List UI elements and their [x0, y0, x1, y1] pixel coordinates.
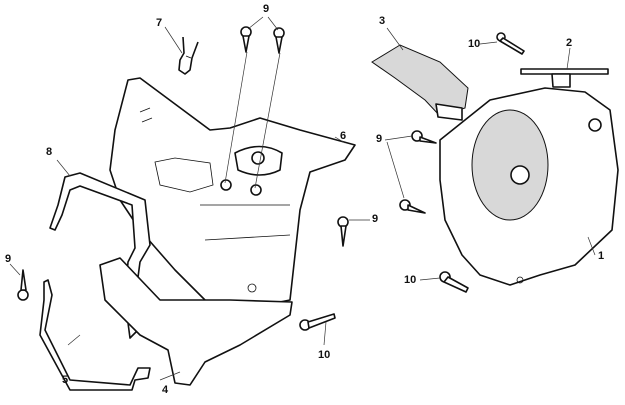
callout-part-10-top: 10 [468, 38, 481, 50]
part-9-screw [411, 130, 437, 144]
part-10-bolt [496, 32, 525, 55]
part-9-screw [17, 269, 29, 301]
callout-part-8: 8 [46, 146, 53, 158]
callout-part-9-right: 9 [376, 133, 383, 145]
callout-part-2: 2 [566, 37, 573, 49]
part-9-screw [273, 27, 285, 54]
part-1-fan-housing [439, 87, 619, 286]
part-4-base [99, 257, 293, 386]
callout-part-9-top: 9 [263, 3, 270, 15]
callout-part-7: 7 [156, 17, 163, 29]
part-3-hose [371, 44, 469, 121]
part-2-handle [520, 68, 609, 88]
part-10-bolt [299, 313, 336, 331]
callout-part-10-bottom: 10 [318, 349, 331, 361]
callout-part-9-middle: 9 [372, 213, 379, 225]
callout-part-9-left: 9 [5, 253, 12, 265]
callout-part-5: 5 [62, 374, 69, 386]
callout-part-1: 1 [598, 250, 605, 262]
leader-lines [9, 16, 596, 381]
part-9-screw [399, 199, 426, 214]
part-7-clip [178, 36, 199, 75]
part-8-bracket [49, 172, 151, 339]
part-9-screw [240, 26, 252, 53]
callout-part-6: 6 [340, 130, 347, 142]
callout-part-3: 3 [379, 15, 386, 27]
part-10-bolt [439, 271, 469, 293]
part-9-screw [337, 216, 349, 247]
part-6-shroud [109, 77, 356, 313]
part-5-bracket [39, 279, 151, 391]
callout-part-4: 4 [162, 384, 169, 396]
callout-part-10-right: 10 [404, 274, 417, 286]
